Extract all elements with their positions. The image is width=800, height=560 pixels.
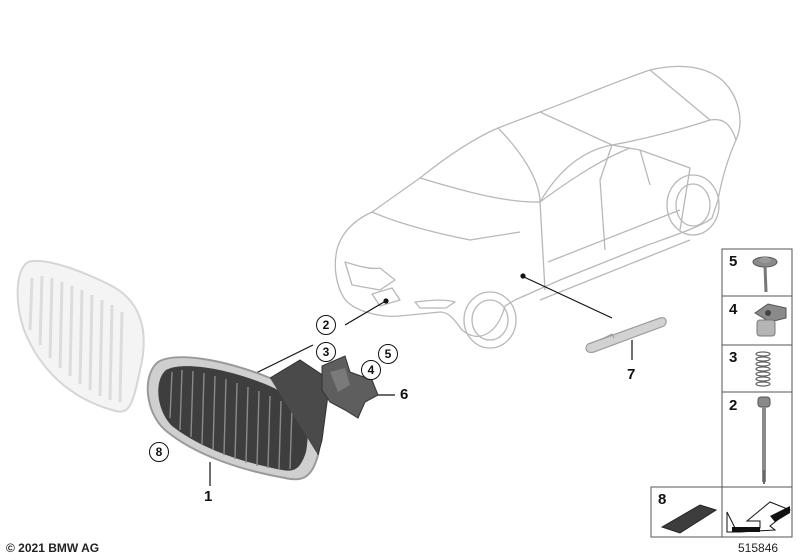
long-screw-icon xyxy=(757,396,771,484)
callout-4[interactable]: 4 xyxy=(361,360,381,380)
copyright: © 2021 BMW AG xyxy=(6,541,100,555)
car-outline xyxy=(334,65,741,349)
callout-3[interactable]: 3 xyxy=(316,342,336,362)
legend-number-5: 5 xyxy=(729,253,738,270)
side-trim-part-7-image xyxy=(585,317,667,353)
screw-washer-icon xyxy=(752,256,778,293)
callout-2[interactable]: 2 xyxy=(316,315,336,335)
legend-number-4: 4 xyxy=(729,301,738,318)
leader-lines xyxy=(209,273,633,486)
grille-part-1-image xyxy=(146,356,331,481)
spring-icon xyxy=(755,351,771,387)
grille-ghost-image xyxy=(16,259,145,413)
direction-arrow-icon xyxy=(726,501,791,533)
label-part-6[interactable]: 6 xyxy=(400,386,409,403)
callout-8[interactable]: 8 xyxy=(149,442,169,462)
callout-5[interactable]: 5 xyxy=(378,344,398,364)
label-part-1[interactable]: 1 xyxy=(204,488,213,505)
legend-box xyxy=(650,248,793,538)
legend-number-8: 8 xyxy=(658,491,667,508)
legend-number-2: 2 xyxy=(729,397,738,414)
legend-number-3: 3 xyxy=(729,349,738,366)
label-part-7[interactable]: 7 xyxy=(627,366,636,383)
pad-icon xyxy=(660,504,718,534)
diagram-id: 515846 xyxy=(738,541,779,555)
bracket-part-6-image xyxy=(321,355,379,419)
bushing-icon xyxy=(754,303,787,337)
